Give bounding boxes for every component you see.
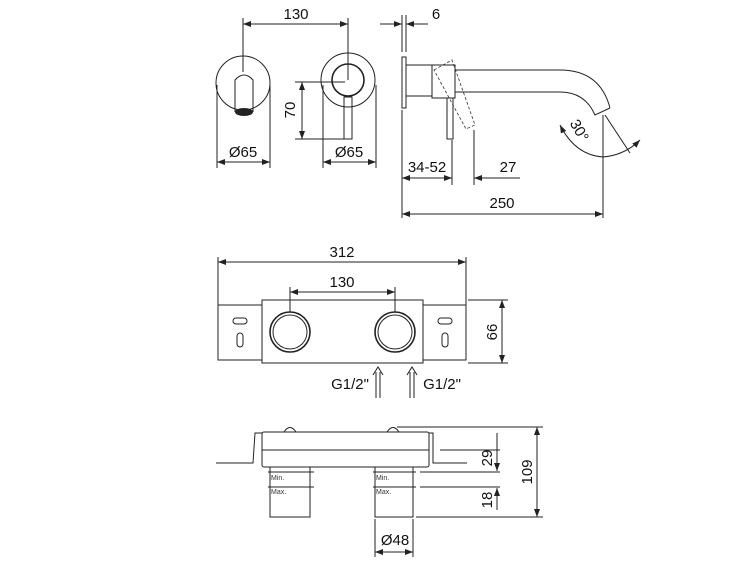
dim-handle-offset: 27	[500, 159, 517, 176]
label-min-right: Min.	[376, 475, 389, 482]
dim-height-plate: 66	[484, 324, 501, 341]
dim-upper: 29	[479, 450, 496, 467]
dim-lower: 18	[479, 492, 496, 509]
inlet-label-left: G1/2"	[331, 376, 369, 393]
dim-centers-top: 130	[283, 6, 308, 23]
dim-centers-plate: 130	[329, 274, 354, 291]
dim-spout-length: 250	[489, 195, 514, 212]
box-side-view: Min. Max. Min. Max. 29 18 109 Ø48	[216, 426, 543, 557]
mounting-plate-view: 312 130 66 G1/2" G1/2"	[217, 244, 508, 398]
dim-total-height: 109	[519, 459, 536, 484]
dim-wall-range: 34-52	[408, 159, 446, 176]
dim-plate: 6	[432, 6, 440, 23]
dim-diameter-left: Ø65	[229, 144, 257, 161]
dim-handle-height: 70	[282, 102, 299, 119]
front-view-spout: Ø65	[215, 18, 271, 168]
side-view: 6 30° 34-52 27 250	[380, 6, 641, 218]
dim-total-width: 312	[329, 244, 354, 261]
label-max-right: Max.	[376, 489, 391, 496]
front-view-handle: 70 Ø65	[282, 18, 377, 168]
inlet-label-right: G1/2"	[423, 376, 461, 393]
dim-diameter-right: Ø65	[335, 144, 363, 161]
label-max-left: Max.	[271, 489, 286, 496]
label-min-left: Min.	[271, 475, 284, 482]
dim-diameter-cylinder: Ø48	[381, 532, 409, 549]
